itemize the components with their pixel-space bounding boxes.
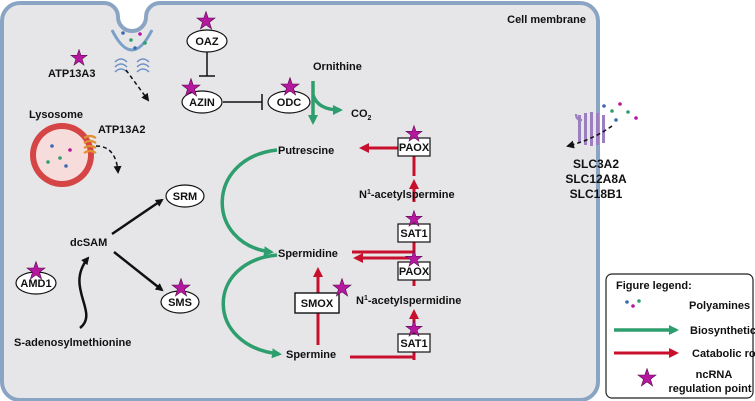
legend-item-biosynthetic: Biosynthetic route: [690, 325, 755, 337]
odc-label: ODC: [277, 97, 302, 109]
legend-item-ncrna-line2: regulation point: [668, 383, 751, 395]
atp13a2-transporter-icon: [83, 134, 97, 154]
endocytic-vesicle: [110, 29, 154, 102]
legend-item-polyamines: Polyamines: [689, 300, 750, 312]
srm-node: [165, 184, 205, 208]
sat1-box-2: [397, 333, 431, 353]
polyamine-dots-icon: [625, 299, 641, 308]
dcsam-label: dcSAM: [70, 237, 107, 249]
cell-membrane: [0, 1, 600, 401]
putrescine-label: Putrescine: [278, 145, 334, 157]
oaz-label: OAZ: [195, 36, 219, 48]
paox-label-2: PAOX: [399, 266, 430, 278]
s-adenosylmethionine-label: S-adenosylmethionine: [14, 337, 131, 349]
n1-acetylspermine-label: N1-acetylspermine: [359, 189, 455, 201]
lysosome: [30, 123, 94, 187]
slc12a8a-label: SLC12A8A: [565, 172, 627, 186]
spermidine-to-spermine-arrow: [221, 253, 282, 359]
sam-to-dcsam-arrow: [78, 256, 90, 329]
spermine-label: Spermine: [286, 349, 336, 361]
spermidine-label: Spermidine: [278, 248, 338, 260]
legend-title: Figure legend:: [616, 280, 692, 292]
figure-legend-box: [605, 273, 754, 399]
atp13a3-label: ATP13A3: [48, 68, 95, 80]
atp13a2-label: ATP13A2: [98, 124, 145, 136]
srm-label: SRM: [173, 191, 197, 203]
legend-item-ncrna: ncRNA: [696, 369, 733, 381]
slc3a2-label: SLC3A2: [573, 157, 619, 171]
ornithine-label: Ornithine: [313, 61, 362, 73]
paox-label-1: PAOX: [399, 142, 430, 154]
azin-label: AZIN: [189, 97, 215, 109]
sat1-label-1: SAT1: [400, 228, 427, 240]
smox-box: [294, 292, 340, 314]
slc18b1-label: SLC18B1: [570, 187, 623, 201]
sat1-label-2: SAT1: [400, 338, 427, 350]
paox-box-1: [397, 137, 431, 157]
lysosome-label: Lysosome: [29, 109, 83, 121]
slc-transporter-icon: [566, 102, 638, 149]
azin-node: [181, 90, 223, 114]
n1-acetylspermidine-label: N1-acetylspermidine: [356, 295, 461, 307]
smox-label: SMOX: [301, 298, 334, 310]
cell-membrane-label: Cell membrane: [507, 14, 586, 26]
legend-item-catabolic: Catabolic route: [692, 348, 755, 360]
co2-label: CO2: [351, 108, 372, 122]
amd1-label: AMD1: [20, 278, 51, 290]
putrescine-to-spermidine-arrow: [220, 148, 278, 257]
sms-label: SMS: [168, 297, 192, 309]
sat1-box-1: [397, 223, 431, 243]
